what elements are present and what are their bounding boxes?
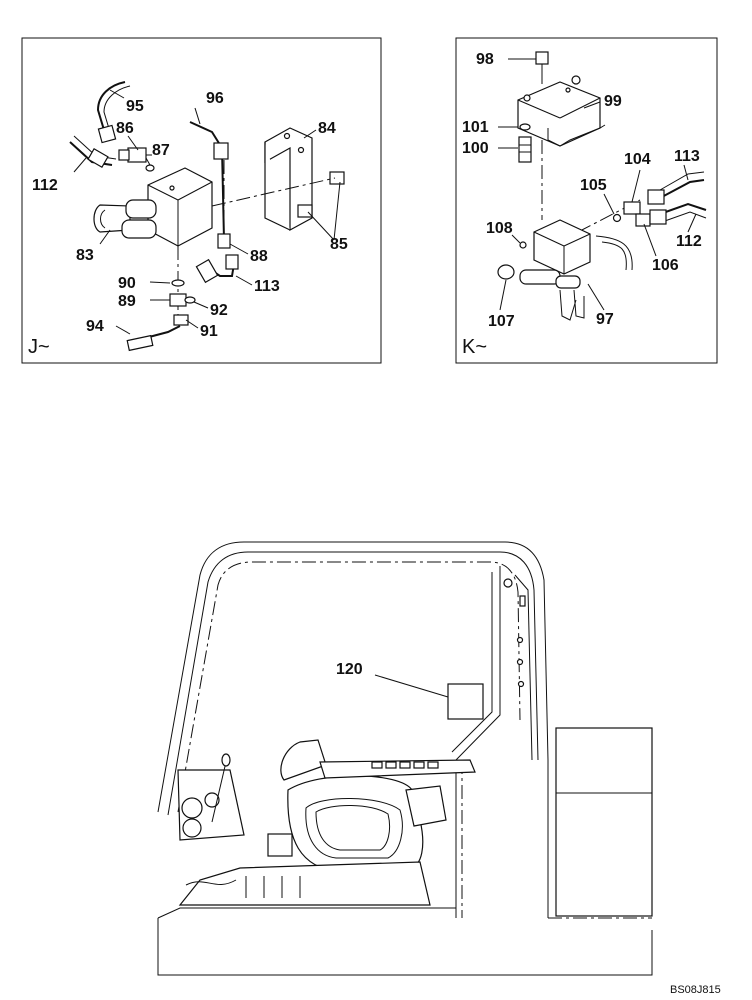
label-107: 107 xyxy=(488,313,515,330)
bolt-98 xyxy=(535,51,549,65)
label-101: 101 xyxy=(462,119,489,136)
fitting-104 xyxy=(623,201,641,215)
solenoid-97 xyxy=(519,269,585,321)
hose-113-right xyxy=(659,179,705,199)
label-113-right: 113 xyxy=(674,148,700,165)
decal-120 xyxy=(447,683,484,720)
right-console xyxy=(319,759,476,779)
label-100: 100 xyxy=(462,140,489,157)
oring-108 xyxy=(519,241,527,249)
oring-90 xyxy=(171,279,185,287)
label-99: 99 xyxy=(604,93,622,110)
label-108: 108 xyxy=(486,220,513,237)
valve-block-right xyxy=(533,219,591,275)
floor-panel xyxy=(178,861,431,906)
label-97: 97 xyxy=(596,311,614,328)
panel-k xyxy=(455,37,718,364)
label-105: 105 xyxy=(580,177,607,194)
fitting-88 xyxy=(217,233,231,249)
fitting-106 xyxy=(635,213,651,227)
leader-120 xyxy=(374,674,449,698)
label-106: 106 xyxy=(652,257,679,274)
washer-101 xyxy=(519,123,531,131)
fitting-95 xyxy=(97,124,117,144)
cab-door-frame xyxy=(177,561,521,813)
bolt-100 xyxy=(518,136,532,163)
label-112-left: 112 xyxy=(32,177,58,194)
cab-outer-frame xyxy=(157,541,549,813)
label-84: 84 xyxy=(318,120,336,137)
label-92: 92 xyxy=(210,302,228,319)
hose-95 xyxy=(96,81,126,131)
rear-body xyxy=(555,727,653,917)
label-95: 95 xyxy=(126,98,144,115)
operator-seat xyxy=(267,739,424,873)
cab-base xyxy=(157,918,653,976)
label-94: 94 xyxy=(86,318,104,335)
label-88: 88 xyxy=(250,248,268,265)
label-113-left: 113 xyxy=(254,278,280,295)
label-98: 98 xyxy=(476,51,494,68)
plug-107 xyxy=(497,264,515,280)
bolt-85a xyxy=(329,171,345,185)
oring-87 xyxy=(145,164,155,172)
oring-105 xyxy=(612,213,622,223)
fitting-91 xyxy=(173,314,189,326)
panel-j-tag: J~ xyxy=(28,336,50,358)
callout-labels: 95 96 86 84 87 112 83 88 85 90 113 89 92… xyxy=(28,51,702,678)
oring-92 xyxy=(184,296,196,304)
label-85: 85 xyxy=(330,236,348,253)
hose-loop xyxy=(595,235,633,271)
cab-illustration xyxy=(157,541,653,976)
label-120: 120 xyxy=(336,661,363,678)
panel-k-tag: K~ xyxy=(462,336,487,358)
solenoid-83 xyxy=(93,199,157,239)
label-112-right: 112 xyxy=(676,233,702,250)
label-86: 86 xyxy=(116,120,134,137)
hose-112-right xyxy=(659,202,707,215)
label-83: 83 xyxy=(76,247,94,264)
panel-j xyxy=(21,37,382,364)
fitting-86 xyxy=(127,147,147,163)
label-104: 104 xyxy=(624,151,651,168)
label-89: 89 xyxy=(118,293,136,310)
reference-code: BS08J815 xyxy=(670,984,721,996)
label-90: 90 xyxy=(118,275,136,292)
lever xyxy=(211,761,227,823)
pipe-96 xyxy=(189,121,225,241)
bolt-85b xyxy=(297,204,313,218)
plug-89 xyxy=(169,293,187,307)
label-91: 91 xyxy=(200,323,218,340)
label-87: 87 xyxy=(152,142,170,159)
label-96: 96 xyxy=(206,90,224,107)
